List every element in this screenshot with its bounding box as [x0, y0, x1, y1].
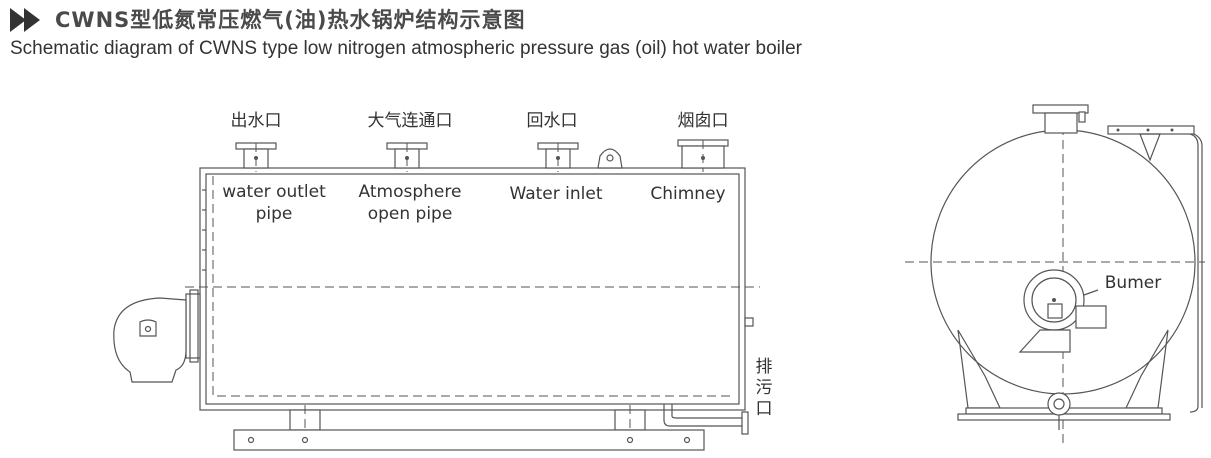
title-english: Schematic diagram of CWNS type low nitro… [10, 38, 802, 59]
boiler-shell-outer [199, 167, 746, 411]
end-view: Bumer [905, 104, 1205, 448]
chimney-nozzle [677, 139, 729, 172]
support-legs [233, 405, 705, 451]
side-view: 出水口 water outlet pipe 大气连通口 Atmosphere o… [113, 111, 773, 451]
atmosphere-nozzle [386, 142, 428, 172]
drain-end [1047, 392, 1071, 430]
side-sensor-pipe [744, 317, 754, 327]
label-drain-zh-2: 污 [756, 378, 773, 398]
label-atmosphere-zh: 大气连通口 [368, 111, 453, 131]
label-outlet-en-line2: pipe [256, 204, 293, 224]
label-chimney-en: Chimney [650, 184, 725, 204]
boiler-shell-inner [205, 173, 740, 405]
inner-lining [212, 176, 735, 397]
burner-side [113, 289, 201, 383]
water-inlet-nozzle [537, 142, 579, 172]
label-atmosphere-en-line1: Atmosphere [359, 182, 462, 202]
label-atmosphere-en-line2: open pipe [368, 204, 453, 224]
top-nozzle-end [1032, 104, 1089, 134]
label-drain-zh-1: 排 [756, 357, 773, 377]
drain-pipe [663, 404, 749, 435]
label-outlet-en-line1: water outlet [222, 182, 326, 202]
label-inlet-zh: 回水口 [527, 111, 578, 131]
lifting-lug [597, 148, 623, 169]
title-arrow-icon [10, 8, 48, 36]
label-drain-zh-3: 口 [756, 399, 773, 419]
label-outlet-zh: 出水口 [231, 111, 282, 131]
label-inlet-en: Water inlet [509, 184, 602, 204]
burner-front [1018, 269, 1107, 353]
water-outlet-nozzle [235, 142, 277, 172]
title-chinese: CWNS型低氮常压燃气(油)热水锅炉结构示意图 [55, 8, 526, 32]
label-burner: Bumer [1105, 273, 1161, 293]
chimney-bracket-end [1107, 125, 1203, 413]
front-plate-marks [202, 189, 206, 271]
label-chimney-zh: 烟囱口 [678, 111, 729, 131]
